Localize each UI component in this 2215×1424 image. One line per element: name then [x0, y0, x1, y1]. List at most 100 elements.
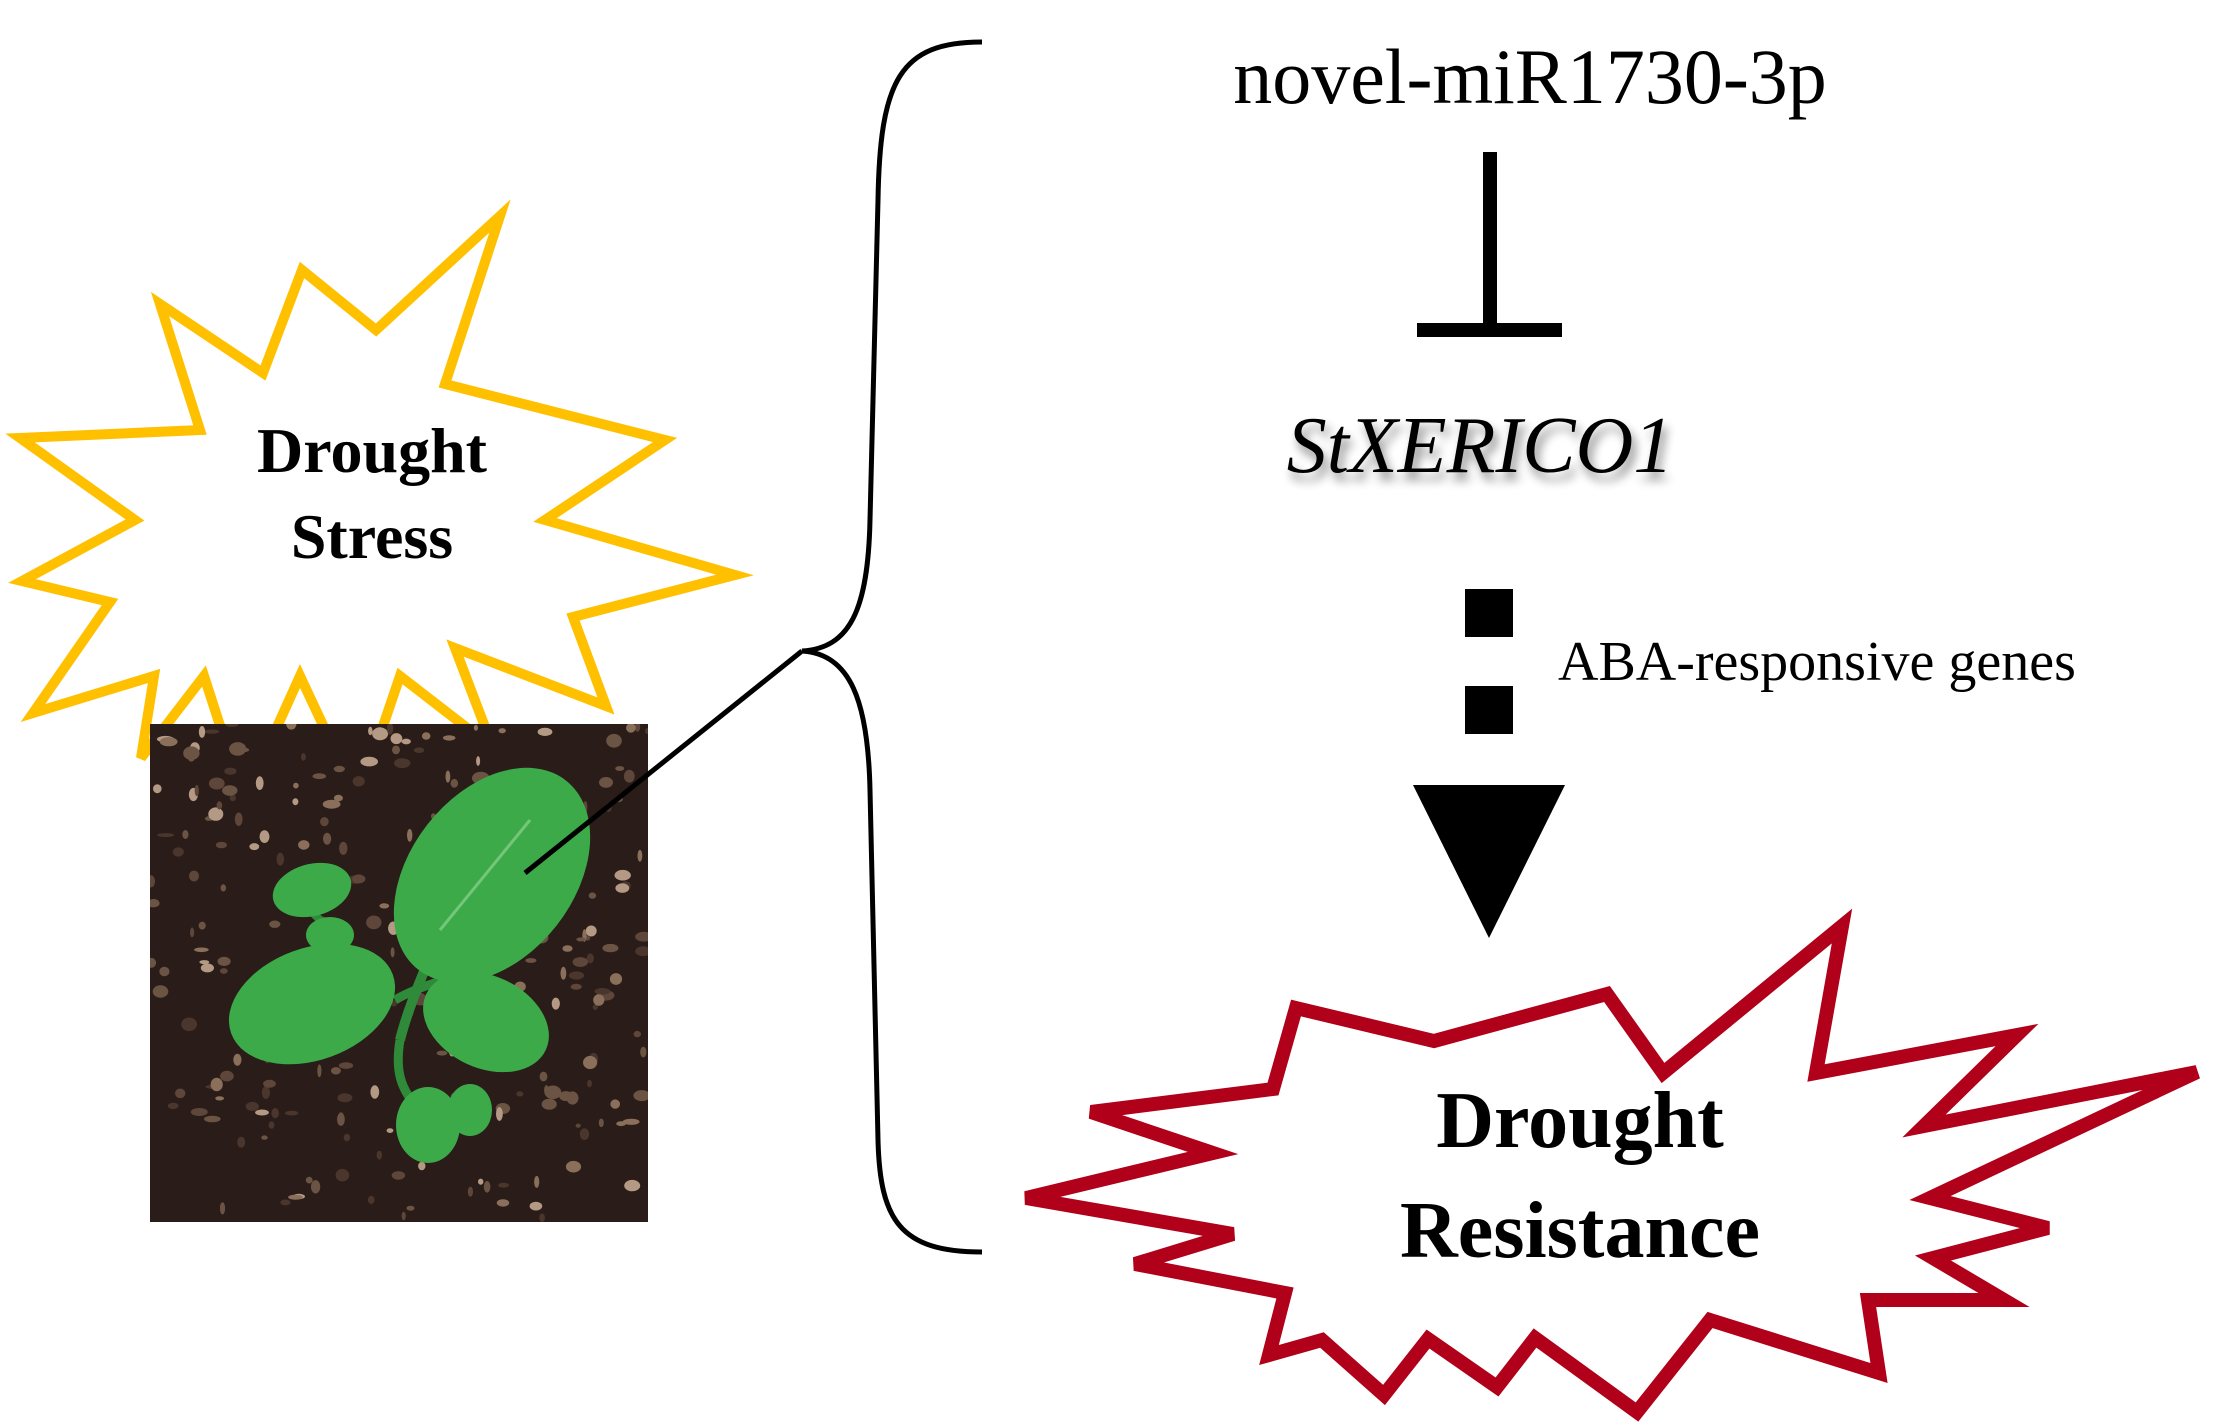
- soil-grain: [335, 1168, 350, 1182]
- pathway-label: ABA-responsive genes: [1558, 631, 2076, 693]
- soil-grain: [599, 777, 613, 788]
- soil-grain: [234, 812, 243, 826]
- soil-grain: [338, 1062, 354, 1069]
- soil-grain: [587, 1079, 592, 1088]
- soil-grain: [150, 875, 156, 888]
- activation-arrow: [1413, 589, 1565, 938]
- soil-grain: [473, 724, 478, 731]
- soil-grain: [498, 1182, 509, 1188]
- soil-grain: [442, 735, 456, 741]
- soil-grain: [249, 843, 260, 851]
- soil-grain: [401, 1211, 406, 1221]
- stress-label-line1: Drought: [257, 415, 488, 486]
- soil-grain: [406, 1205, 415, 1211]
- soil-grain: [216, 801, 223, 810]
- soil-grain: [339, 841, 348, 855]
- soil-grain: [198, 921, 206, 930]
- soil-grain: [352, 776, 365, 787]
- soil-grain: [593, 994, 605, 1006]
- curly-brace: [801, 39, 983, 1255]
- soil-grain: [391, 1171, 406, 1180]
- soil-grain: [450, 778, 459, 788]
- soil-grain: [368, 726, 373, 736]
- soil-grain: [317, 1064, 322, 1078]
- soil-grain: [280, 1199, 291, 1206]
- soil-grain: [407, 828, 413, 842]
- soil-grain: [592, 1004, 598, 1010]
- soil-grain: [245, 1101, 259, 1111]
- soil-grain: [190, 1108, 208, 1116]
- soil-grain: [568, 971, 585, 980]
- stress-star-shape: [5, 199, 754, 814]
- soil-grain: [585, 925, 597, 937]
- soil-grain: [544, 1085, 562, 1100]
- soil-grain: [376, 1150, 382, 1160]
- soil-grain: [288, 1194, 303, 1200]
- soil-grain: [562, 945, 573, 952]
- soil-grain: [285, 1110, 299, 1116]
- soil-grain: [182, 830, 189, 839]
- soil-grain: [615, 766, 625, 771]
- soil-grain: [478, 1178, 484, 1185]
- soil-grain: [541, 1098, 557, 1110]
- soil-grain: [320, 817, 329, 827]
- plant-seedling-photo: [150, 724, 648, 1222]
- soil-grain: [483, 1181, 491, 1193]
- soil-grain: [370, 1085, 380, 1099]
- soil-grain: [204, 1115, 221, 1123]
- soil-grain: [190, 927, 195, 938]
- resistance-star-shape: [1024, 908, 2200, 1422]
- inhibition-bar: [1417, 152, 1562, 337]
- soil-grain: [276, 852, 285, 866]
- soil-grain: [204, 729, 220, 734]
- soil-grain: [269, 920, 281, 928]
- leaf: [448, 1084, 492, 1136]
- soil-grain: [539, 1071, 548, 1082]
- leaf: [228, 943, 396, 1065]
- soil-grain: [208, 807, 224, 821]
- soil-grain: [194, 947, 209, 953]
- soil-grain: [181, 1017, 198, 1032]
- arrow-head: [1413, 785, 1565, 938]
- soil-grain: [189, 870, 199, 882]
- soil-grain: [322, 799, 341, 809]
- soil-grain: [622, 1118, 640, 1125]
- soil-grain: [633, 1090, 648, 1102]
- soil-grain: [312, 773, 327, 780]
- soil-grain: [379, 903, 390, 909]
- soil-grain: [529, 1201, 543, 1211]
- soil-grain: [498, 728, 506, 734]
- soil-grain: [150, 957, 157, 968]
- soil-grain: [292, 798, 299, 806]
- soil-grain: [626, 724, 636, 733]
- seedling: [228, 767, 591, 1163]
- soil-grain: [516, 1091, 524, 1097]
- soil-grain: [333, 765, 345, 773]
- soil-grain: [261, 1086, 270, 1099]
- soil-grain: [606, 733, 622, 748]
- soil-grain: [159, 737, 178, 747]
- resistance-label-line1: Drought: [1436, 1077, 1724, 1165]
- soil-grain: [150, 899, 160, 908]
- soil-grain: [640, 1046, 647, 1058]
- soil-grain: [153, 784, 162, 794]
- soil-grain: [259, 830, 270, 843]
- soil-grain: [208, 777, 225, 790]
- soil-grain: [633, 1030, 641, 1038]
- soil-grain: [615, 883, 630, 893]
- soil-grain: [392, 745, 400, 755]
- soil-grain: [366, 915, 382, 930]
- soil-grain: [337, 1093, 353, 1103]
- soil-grain: [496, 1107, 503, 1121]
- soil-grain: [367, 1195, 375, 1204]
- soil-grain: [525, 958, 537, 963]
- arrow-dash-2: [1465, 686, 1513, 734]
- soil-grain: [609, 973, 623, 985]
- soil-grain: [598, 1118, 604, 1128]
- soil-grain: [623, 769, 635, 783]
- soil-grain: [496, 1199, 510, 1207]
- soil-grain: [198, 726, 206, 738]
- arrow-dash-1: [1465, 589, 1513, 637]
- soil-grain: [583, 1055, 598, 1070]
- soil-grain: [637, 849, 643, 862]
